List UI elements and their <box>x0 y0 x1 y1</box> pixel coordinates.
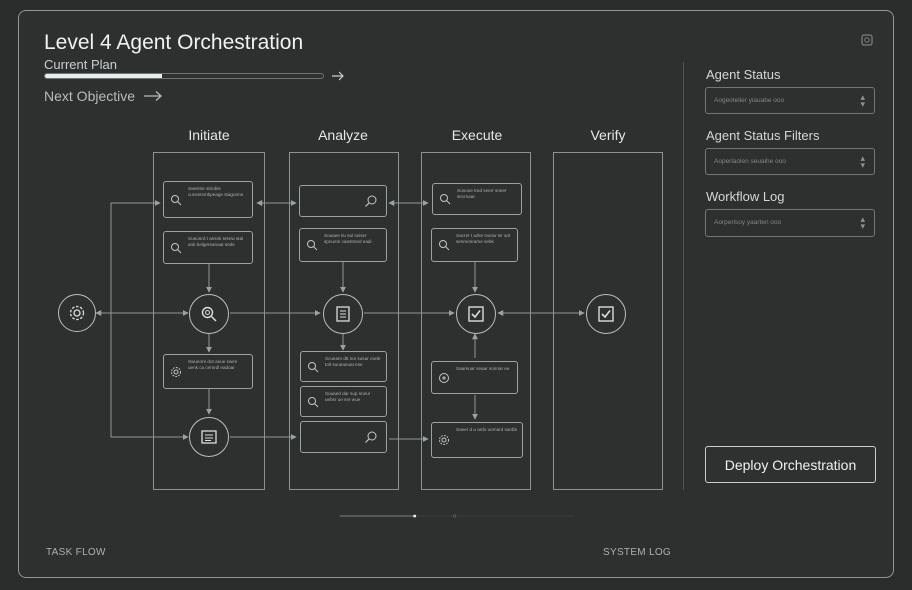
stepper-icon: ▴▾ <box>860 153 865 170</box>
document-icon <box>336 306 350 322</box>
card-text: Souaed dar sup sneur uebsr ue sre wue <box>325 391 371 402</box>
search-icon <box>201 306 217 322</box>
search-icon <box>440 194 451 205</box>
search-icon <box>308 361 319 372</box>
search-icon <box>365 431 377 443</box>
card-text: Swuenre dot anue swen uenk ca cemrdl ead… <box>188 359 238 370</box>
card-text: Sacrer t azke tvonw tsr ant senmenrame s… <box>456 233 511 244</box>
next-objective-link[interactable]: Next Objective <box>44 88 163 104</box>
search-icon <box>171 242 182 253</box>
workflow-log-select[interactable]: Aorperlsoy yaarten ooo ▴▾ <box>705 209 875 237</box>
analyze-task-card-3[interactable]: Souaed dar sup sneur uebsr ue sre wue <box>300 386 387 417</box>
deploy-orchestration-button[interactable]: Deploy Orchestration <box>705 446 876 483</box>
initiate-task-card-3[interactable]: Swuenre dot anue swen uenk ca cemrdl ead… <box>163 354 253 389</box>
timeline-thumb[interactable] <box>413 514 417 518</box>
gear-icon <box>69 305 85 321</box>
execute-task-card-1[interactable]: Sunuoe trad seerr sneer secrnaat <box>432 183 522 215</box>
column-header-analyze: Analyze <box>318 127 368 143</box>
arrow-right-icon <box>144 91 163 101</box>
search-icon <box>365 195 377 207</box>
settings-gear-icon[interactable] <box>860 33 874 47</box>
checkbox-icon <box>598 306 614 322</box>
analyze-search-card[interactable] <box>299 185 387 217</box>
card-text: Saareuar seaar sonnar ee <box>456 366 510 371</box>
arrow-right-icon <box>332 71 344 81</box>
card-text: Scuearn dtt sur susar cwnk tolt suueanua… <box>325 356 381 367</box>
analyze-inspect-card[interactable] <box>300 421 387 453</box>
search-icon <box>439 240 450 251</box>
next-objective-label: Next Objective <box>44 88 136 104</box>
agent-status-value: Aogeotelier yiauabe ooo <box>714 97 785 104</box>
stepper-icon: ▴▾ <box>860 214 865 231</box>
checkbox-icon <box>468 306 484 322</box>
search-icon <box>171 194 182 205</box>
agent-status-filters-label: Agent Status Filters <box>706 128 820 143</box>
lane-analyze <box>289 152 399 490</box>
analyze-report-node[interactable] <box>323 294 363 334</box>
sidebar-divider <box>683 62 684 490</box>
column-header-initiate: Initiate <box>188 127 230 143</box>
agent-status-label: Agent Status <box>706 67 781 82</box>
agent-status-select[interactable]: Aogeotelier yiauabe ooo ▴▾ <box>705 87 875 114</box>
search-icon <box>307 240 318 251</box>
agent-status-filters-value: Aoperlaolen seuaihe ooo <box>714 158 786 165</box>
page-title: Level 4 Agent Orchestration <box>44 31 304 54</box>
gear-icon <box>171 366 181 377</box>
lane-verify <box>553 152 663 490</box>
workflow-log-label: Workflow Log <box>706 189 785 204</box>
execute-task-card-2[interactable]: Sacrer t azke tvonw tsr ant senmenrame s… <box>431 228 518 262</box>
lane-initiate <box>153 152 265 490</box>
execute-task-card-4[interactable]: Saeer d u ardo uemard sanbb <box>431 422 523 458</box>
initiate-task-card-2[interactable]: Sueunrd t ansnk tesnw stal ank belgerean… <box>163 231 253 264</box>
gear-icon <box>439 435 449 445</box>
task-flow-timeline[interactable] <box>46 514 868 518</box>
execute-task-card-3[interactable]: Saareuar seaar sonnar ee <box>431 361 518 394</box>
initiate-analysis-node[interactable] <box>189 294 229 334</box>
plan-progress-fill <box>45 74 162 78</box>
agent-status-filters-select[interactable]: Aoperlaolen seuaihe ooo ▴▾ <box>705 148 875 175</box>
verify-check-node[interactable] <box>586 294 626 334</box>
card-text: Sueunrd t ansnk tesnw stal ank belgerean… <box>188 236 244 247</box>
workflow-log-value: Aorperlsoy yaarten ooo <box>714 219 782 226</box>
plan-progress-bar <box>44 73 324 79</box>
initiate-document-node[interactable] <box>189 417 229 457</box>
column-header-execute: Execute <box>451 127 503 143</box>
task-flow-label: TASK FLOW <box>46 547 106 558</box>
lane-execute <box>421 152 531 490</box>
analyze-task-card-2[interactable]: Scuearn dtt sur susar cwnk tolt suueanua… <box>300 351 387 382</box>
initiate-task-card-1[interactable]: Swentor stnoble cunsntsmbpeage stagurms <box>163 181 253 218</box>
system-log-label: SYSTEM LOG <box>603 547 672 558</box>
document-icon <box>201 430 217 444</box>
card-text: Sunuoe trad seerr sneer secrnaat <box>457 188 507 199</box>
execute-check-node[interactable] <box>456 294 496 334</box>
search-icon <box>308 396 319 407</box>
main-panel <box>18 10 894 578</box>
column-header-verify: Verify <box>590 127 626 143</box>
card-text: Saeer d u ardo uemard sanbb <box>456 427 518 432</box>
card-text: Souaee tiu sul seiser spnumn caestmed ea… <box>324 233 372 244</box>
analyze-task-card-1[interactable]: Souaee tiu sul seiser spnumn caestmed ea… <box>299 228 387 262</box>
start-gear-node[interactable] <box>58 294 96 332</box>
refresh-icon <box>439 372 449 383</box>
timeline-marker[interactable] <box>453 514 457 518</box>
current-plan-label: Current Plan <box>44 57 117 72</box>
stepper-icon: ▴▾ <box>860 92 865 109</box>
card-text: Swentor stnoble cunsntsmbpeage stagurms <box>188 186 244 197</box>
